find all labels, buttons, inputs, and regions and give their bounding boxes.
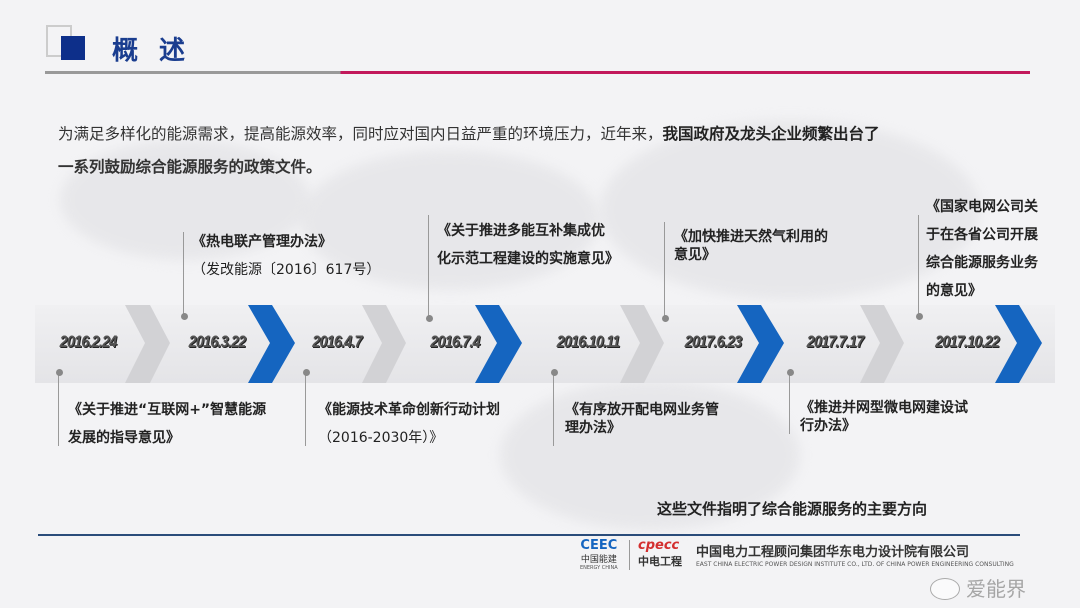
chevron-gray-2 [362, 305, 406, 383]
watermark: 爱能界 [966, 577, 1026, 601]
connector-line [305, 372, 306, 446]
wechat-icon [930, 578, 960, 600]
connector-line [553, 372, 554, 446]
policy-doc-label: 《推进并网型微电网建设试行办法》 [800, 400, 968, 434]
policy-doc-label: 《国家电网公司关于在各省公司开展综合能源服务业务的意见》 [926, 199, 1038, 299]
company-name-en: EAST CHINA ELECTRIC POWER DESIGN INSTITU… [696, 561, 1016, 568]
policy-doc-label: 《加快推进天然气利用的意见》 [674, 229, 828, 263]
footer-divider [38, 534, 1020, 536]
connector-line [918, 215, 919, 315]
connector-dot [916, 313, 923, 320]
policy-doc-label: 《热电联产管理办法》（发改能源〔2016〕617号） [192, 234, 381, 278]
timeline-date: 2017.7.17 [806, 332, 864, 351]
policy-doc-label: 《能源技术革命创新行动计划（2016-2030年）》 [318, 402, 500, 446]
header-divider [45, 71, 1030, 74]
intro-bold-text: 我国政府及龙头企业频繁出台了 [662, 125, 880, 143]
timeline-date: 2016.10.11 [556, 332, 621, 351]
connector-dot [56, 369, 63, 376]
connector-line [428, 215, 429, 317]
timeline-date: 2016.4.7 [312, 332, 362, 351]
connector-dot [426, 315, 433, 322]
timeline-date: 2016.3.22 [188, 332, 246, 351]
policy-doc-label: 《有序放开配电网业务管理办法》 [565, 402, 719, 436]
intro-text: 为满足多样化的能源需求，提高能源效率，同时应对国内日益严重的环境压力，近年来， [58, 125, 663, 143]
energy-china-logo: CEEC 中国能建 ENERGY CHINA [580, 538, 618, 571]
chevron-gray-3 [620, 305, 664, 383]
connector-line [664, 222, 665, 317]
summary-note: 这些文件指明了综合能源服务的主要方向 [657, 500, 928, 518]
connector-line [789, 372, 790, 434]
connector-dot [181, 313, 188, 320]
chevron-blue-1 [248, 305, 295, 383]
header-icon-square [61, 36, 85, 60]
chevron-blue-2 [475, 305, 522, 383]
timeline-date: 2016.7.4 [430, 332, 480, 351]
timeline-date: 2016.2.24 [59, 332, 117, 351]
timeline-date: 2017.10.22 [935, 332, 1000, 351]
connector-line [183, 232, 184, 316]
company-name-cn: 中国电力工程顾问集团华东电力设计院有限公司 [696, 545, 970, 560]
connector-dot [303, 369, 310, 376]
chevron-blue-4 [995, 305, 1042, 383]
intro-line-1: 为满足多样化的能源需求，提高能源效率，同时应对国内日益严重的环境压力，近年来，我… [58, 122, 880, 144]
policy-doc-label: 《关于推进多能互补集成优化示范工程建设的实施意见》 [437, 223, 619, 267]
chevron-gray-1 [125, 305, 170, 383]
cpecc-logo: cpecc 中电工程 [638, 538, 682, 569]
policy-doc-label: 《关于推进“互联网+”智慧能源发展的指导意见》 [68, 402, 267, 446]
connector-dot [662, 315, 669, 322]
chevron-blue-3 [737, 305, 784, 383]
logo-separator [629, 540, 630, 570]
connector-line [58, 372, 59, 446]
chevron-gray-4 [860, 305, 904, 383]
timeline-date: 2017.6.23 [684, 332, 742, 351]
intro-line-2: 一系列鼓励综合能源服务的政策文件。 [58, 158, 322, 176]
connector-dot [551, 369, 558, 376]
page-title: 概 述 [112, 36, 192, 66]
connector-dot [787, 369, 794, 376]
